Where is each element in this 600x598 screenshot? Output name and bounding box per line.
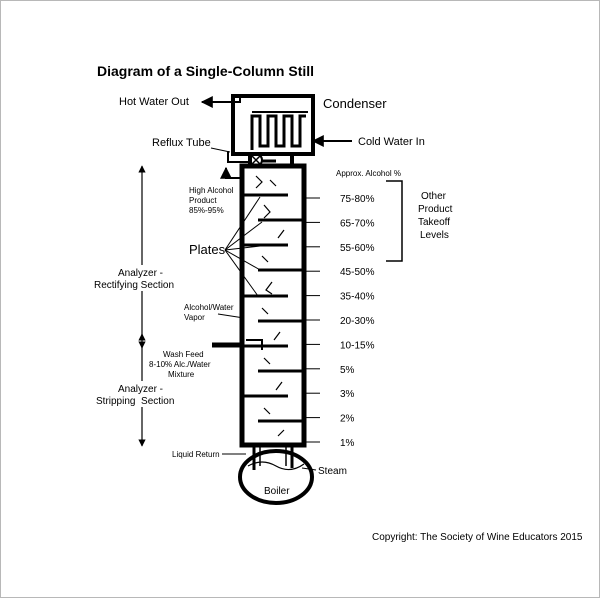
vapor-label-2: Vapor xyxy=(184,313,205,322)
rectifying-label-1: Analyzer - xyxy=(118,268,163,279)
plates-leaders xyxy=(224,196,263,297)
takeoff-label-3: Takeoff xyxy=(418,217,450,228)
diagram-title: Diagram of a Single-Column Still xyxy=(97,63,314,79)
level-label: 45-50% xyxy=(340,267,375,278)
copyright: Copyright: The Society of Wine Educators… xyxy=(372,532,583,543)
liquid-return-label: Liquid Return xyxy=(172,450,220,459)
takeoff-label-2: Product xyxy=(418,204,453,215)
takeoff-bracket xyxy=(386,180,403,262)
stripping-label-1: Analyzer - xyxy=(118,384,163,395)
level-label: 35-40% xyxy=(340,292,375,303)
alcohol-levels: 75-80% 65-70% 55-60% 45-50% 35-40% 20-30% 10-1… xyxy=(304,194,375,449)
hot-water-out-label: Hot Water Out xyxy=(119,96,189,108)
level-label: 2% xyxy=(340,414,355,425)
vapor-label-1: Alcohol/Water xyxy=(184,303,234,312)
wash-feed-label-1: Wash Feed xyxy=(163,350,204,359)
level-label: 10-15% xyxy=(340,340,375,351)
wash-feed-label-3: Mixture xyxy=(168,370,195,379)
column xyxy=(239,163,307,448)
column-plates xyxy=(244,175,302,437)
approx-alcohol-label: Approx. Alcohol % xyxy=(336,169,401,178)
condenser-coil xyxy=(250,114,306,150)
hot-water-out-pipe xyxy=(200,96,241,108)
level-label: 1% xyxy=(340,438,355,449)
takeoff-label-1: Other xyxy=(421,191,447,202)
condenser-label: Condenser xyxy=(323,96,387,111)
level-label: 5% xyxy=(340,365,355,376)
stripping-label-2: Stripping Section xyxy=(96,396,174,407)
takeoff-label-4: Levels xyxy=(420,230,449,241)
level-label: 20-30% xyxy=(340,316,375,327)
condenser xyxy=(231,94,315,156)
rectifying-label-2: Rectifying Section xyxy=(94,280,174,291)
level-label: 75-80% xyxy=(340,194,375,205)
boiler-label: Boiler xyxy=(264,486,290,497)
boiler xyxy=(238,449,314,505)
cold-water-in-label: Cold Water In xyxy=(358,136,425,148)
high-alcohol-label-2: Product xyxy=(189,196,217,205)
wash-feed-label-2: 8-10% Alc./Water xyxy=(149,360,211,369)
reflux-tube-label: Reflux Tube xyxy=(152,137,211,149)
high-alcohol-label-3: 85%-95% xyxy=(189,206,224,215)
level-label: 65-70% xyxy=(340,218,375,229)
high-alcohol-outlet xyxy=(220,166,240,179)
steam-label: Steam xyxy=(318,466,347,477)
high-alcohol-label-1: High Alcohol xyxy=(189,186,234,195)
level-label: 55-60% xyxy=(340,243,375,254)
plates-label: Plates xyxy=(189,242,226,257)
level-label: 3% xyxy=(340,389,355,400)
